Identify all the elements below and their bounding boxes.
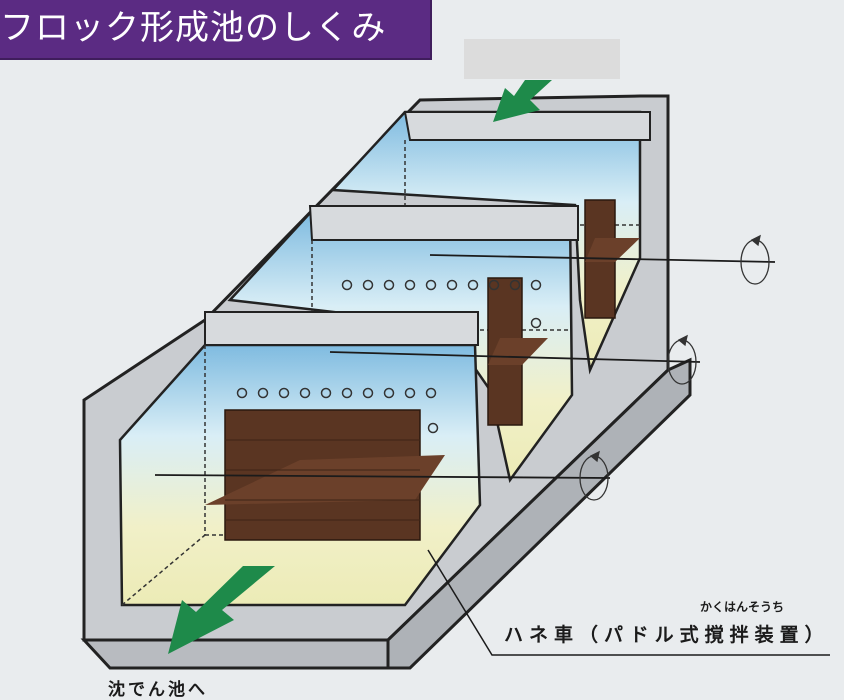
paddle-furigana: かくはんそうち <box>700 600 785 614</box>
paddle-shafts <box>154 254 776 479</box>
title-banner: フロック形成池のしくみ <box>0 0 432 60</box>
inflow-arrow-icon <box>493 80 552 122</box>
outflow-arrow-icon <box>168 566 275 654</box>
paddle-label: ハネ車（パドル式撹拌装置） <box>504 624 830 646</box>
masked-area <box>464 39 620 79</box>
baffle-holes <box>236 279 542 434</box>
rotation-arrow-icon <box>667 334 697 385</box>
paddle-middle <box>487 277 548 426</box>
rotation-arrow-icon <box>579 450 609 501</box>
rotation-arrow-icon <box>740 234 770 285</box>
paddle-leader-line <box>427 549 830 656</box>
paddle-front <box>205 409 445 541</box>
page-title: フロック形成池のしくみ <box>0 8 387 48</box>
outlet-label: 沈でん池へ <box>108 680 208 700</box>
